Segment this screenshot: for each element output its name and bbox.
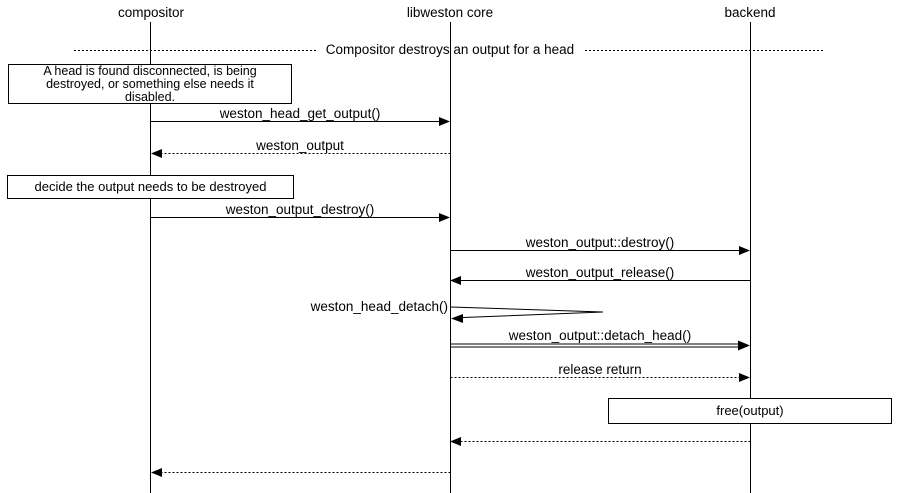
arrowhead-right-icon: [439, 117, 450, 126]
note-line: disabled.: [124, 90, 176, 104]
message-label-weston-output-detach-head: weston_output::detach_head(): [508, 328, 692, 343]
self-call-loop: [450, 306, 604, 318]
arrowhead-left-icon: [451, 314, 463, 323]
arrowhead-left-icon: [151, 149, 162, 158]
note-box-free-output: free(output): [608, 398, 892, 424]
arrowhead-right-icon: [738, 340, 750, 351]
message-label-weston-output: weston_output: [256, 138, 344, 153]
arrowhead-right-icon: [739, 373, 750, 382]
participant-label-backend: backend: [724, 5, 776, 20]
note-box-decide-destroy: decide the output needs to be destroyed: [7, 175, 294, 199]
participant-label-compositor: compositor: [117, 5, 185, 20]
arrowhead-right-icon: [439, 213, 450, 222]
note-line: destroyed, or something else needs it: [46, 77, 254, 91]
message-label-weston-output-release: weston_output_release(): [525, 265, 675, 280]
message-label-weston-head-detach: weston_head_detach(): [310, 299, 448, 314]
arrowhead-left-icon: [450, 276, 461, 285]
arrowhead-right-icon: [739, 246, 750, 255]
participant-label-libweston-core: libweston core: [406, 5, 494, 20]
note-box-head-disconnected: A head is found disconnected, is being d…: [8, 64, 292, 104]
arrowhead-left-icon: [151, 468, 162, 477]
divider-label: Compositor destroys an output for a head: [325, 42, 575, 57]
note-line: A head is found disconnected, is being: [43, 64, 257, 78]
message-label-weston-output-colon-destroy: weston_output::destroy(): [525, 235, 675, 250]
message-label-weston-output-destroy: weston_output_destroy(): [225, 202, 375, 217]
message-label-weston-head-get-output: weston_head_get_output(): [219, 106, 381, 121]
arrowhead-left-icon: [450, 437, 461, 446]
message-label-release-return: release return: [558, 362, 642, 377]
